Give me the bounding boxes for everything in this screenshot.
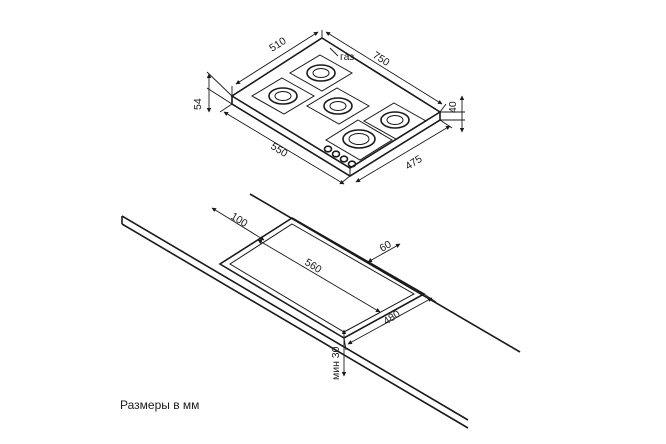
knob-1 — [323, 145, 333, 153]
dim-475-label: 475 — [403, 153, 424, 173]
dim-100-label: 100 — [228, 210, 249, 230]
burner-right — [380, 111, 410, 129]
dim-510-label: 510 — [267, 35, 288, 55]
units-caption: Размеры в мм — [120, 398, 200, 412]
hob-dimensions: 510 750 газ 54 40 550 475 — [192, 30, 465, 185]
countertop-dimensions: 100 60 560 480 мин 30 — [211, 207, 437, 380]
hob-drawing — [230, 37, 442, 177]
hob-top-outline — [230, 37, 442, 169]
countertop-drawing — [121, 193, 521, 429]
grid-left — [251, 77, 315, 115]
countertop-bottom-edge — [121, 223, 469, 429]
dim-560-label: 560 — [302, 256, 323, 276]
gas-inlet-label: газ — [340, 51, 354, 63]
dim-60-label: 60 — [378, 238, 394, 254]
knob-3 — [339, 155, 349, 163]
burner-left — [268, 87, 298, 105]
dim-550-label: 550 — [268, 140, 289, 160]
dim-40-label: 40 — [447, 101, 459, 113]
dim-750-label: 750 — [370, 49, 391, 69]
dim-54-label: 54 — [192, 98, 204, 110]
knob-2 — [331, 150, 341, 158]
dim-480-label: 480 — [381, 308, 402, 328]
dim-min30-label: мин 30 — [330, 346, 342, 380]
countertop-top-edge — [121, 215, 469, 421]
burner-back — [306, 64, 336, 82]
burner-front — [342, 129, 376, 149]
grid-center — [306, 87, 370, 125]
burner-center — [323, 97, 353, 115]
grid-front — [325, 119, 393, 161]
knob-4 — [347, 160, 357, 168]
countertop-rear-edge — [249, 193, 521, 353]
